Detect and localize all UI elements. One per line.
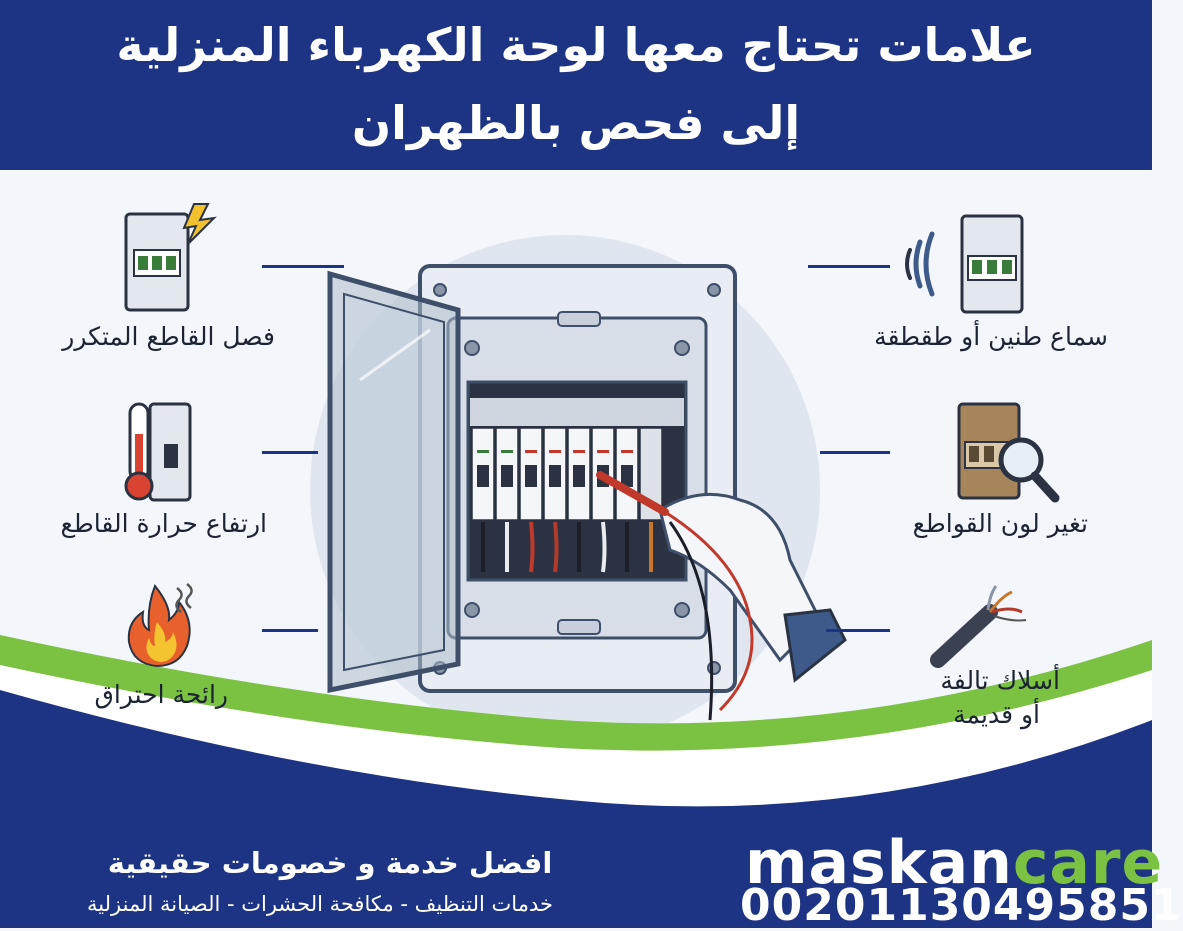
connector-line-left-2 [262,451,318,454]
connector-line-right-2 [820,451,890,454]
connector-line-left-1 [262,265,344,268]
sign-label-buzzing: سماع طنين أو طقطقة [874,322,1108,351]
footer-services: خدمات التنظيف - مكافحة الحشرات - الصيانة… [87,892,553,916]
header-banner [0,0,1152,170]
connector-line-right-1 [808,265,890,268]
sign-label-damaged-wires-line1: أسلاك تالفة [940,666,1060,695]
electrical-panel-illustration [327,264,847,721]
sign-label-breaker-heat: ارتفاع حرارة القاطع [60,509,267,538]
sign-label-color-change: تغير لون القواطع [912,509,1088,538]
sign-label-damaged-wires-line2: أو قديمة [953,700,1040,729]
sign-label-burning-smell: رائحة احتراق [94,680,228,709]
thermometer-breaker-icon [124,402,192,502]
breaker-spark-icon [124,203,217,312]
brand-logo: maskancare [745,828,1163,898]
magnifier-breaker-icon [957,402,1060,503]
page-title-line2: إلى فحص بالظهران [351,96,801,150]
fire-icon [127,583,193,668]
phone-number: 00201130495851 [740,880,1183,931]
sign-label-frequent-trip: فصل القاطع المتكرر [62,322,275,351]
footer-slogan: افضل خدمة و خصومات حقيقية [107,846,553,880]
brand-logo-part1: maskan [745,828,1013,898]
connector-line-right-3 [826,629,890,632]
page-title-line1: علامات تحتاج معها لوحة الكهرباء المنزلية [116,18,1036,72]
sound-breaker-icon [905,214,1024,314]
connector-line-left-3 [262,629,318,632]
damaged-wire-icon [930,585,1027,668]
brand-logo-part2: care [1012,828,1164,898]
